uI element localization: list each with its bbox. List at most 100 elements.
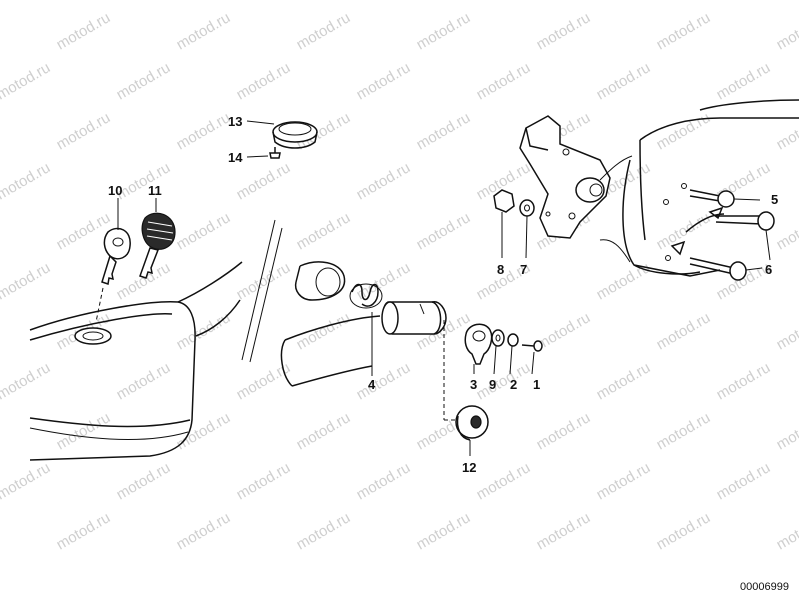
watermark-text: motod.ru [54,409,114,453]
bolt-5-part [689,189,761,208]
watermark-text: motod.ru [234,359,294,403]
watermark-text: motod.ru [714,459,774,503]
watermark-text: motod.ru [294,309,354,353]
watermark-text: motod.ru [654,9,714,53]
callout-2: 2 [510,377,517,392]
frame-housing [599,99,799,277]
watermark-text: motod.ru [594,359,654,403]
watermark-text: motod.ru [774,209,799,253]
watermark-text: motod.ru [114,359,174,403]
watermark-text: motod.ru [294,509,354,553]
watermark-text: motod.ru [654,209,714,253]
small-screw-part [246,147,281,159]
cover-cap-part [455,405,489,456]
watermark-text: motod.ru [414,9,474,53]
watermark-text: motod.ru [0,159,53,203]
watermark-text: motod.ru [474,459,534,503]
callout-13: 13 [228,114,242,129]
watermark-text: motod.ru [774,309,799,353]
watermark-text: motod.ru [774,409,799,453]
watermark-text: motod.ru [714,0,774,3]
watermark-text: motod.ru [294,209,354,253]
watermark-text: motod.ru [174,9,234,53]
watermark-text: motod.ru [534,509,594,553]
nut-8-part [493,189,515,258]
watermark-text: motod.ru [714,359,774,403]
callout-8: 8 [497,262,504,277]
watermark-text: motod.ru [474,0,534,3]
watermark-text: motod.ru [354,0,414,3]
watermark-text: motod.ru [234,59,294,103]
callout-3: 3 [470,377,477,392]
callout-5: 5 [771,192,778,207]
washer-9-part [491,329,505,375]
watermark-text: motod.ru [654,109,714,153]
watermark-text: motod.ru [0,59,53,103]
key-with-grip [139,198,176,279]
watermark-text: motod.ru [414,109,474,153]
trim-ring-part [246,120,318,149]
watermark-text: motod.ru [0,459,53,503]
watermark-text: motod.ru [114,59,174,103]
washer-2-part [507,333,519,375]
watermark-text: motod.ru [234,459,294,503]
watermark-text: motod.ru [474,359,534,403]
watermark-text: motod.ru [594,0,654,3]
watermark-text: motod.ru [54,509,114,553]
watermark-text: motod.ru [234,0,294,3]
key-plain [95,198,131,323]
watermark-text: motod.ru [294,9,354,53]
watermark-text: motod.ru [654,309,714,353]
watermark-text: motod.ru [654,409,714,453]
watermark-text: motod.ru [174,409,234,453]
watermark-text: motod.ru [354,459,414,503]
watermark-text: motod.ru [414,209,474,253]
callout-9: 9 [489,377,496,392]
watermark-text: motod.ru [0,359,53,403]
watermark-text: motod.ru [594,459,654,503]
lock-housing-tube [280,261,381,387]
watermark-text: motod.ru [174,509,234,553]
watermark-text: motod.ru [174,209,234,253]
spring-part [349,283,383,376]
watermark-text: motod.ru [354,359,414,403]
watermark-text: motod.ru [654,509,714,553]
screw-1-part [521,340,543,375]
watermark-text: motod.ru [54,109,114,153]
seat-body-drawing [29,219,283,461]
washer-7-part [519,199,535,259]
watermark-text: motod.ru [114,459,174,503]
watermark-text: motod.ru [594,59,654,103]
watermark-text: motod.ru [294,409,354,453]
callout-12: 12 [462,460,476,475]
watermark-text: motod.ru [234,259,294,303]
watermark-text: motod.ru [774,9,799,53]
watermark-text: motod.ru [0,259,53,303]
lock-keyhole-plate [74,327,112,345]
lock-plate-part [464,323,493,374]
watermark-text: motod.ru [354,59,414,103]
watermark-text: motod.ru [54,9,114,53]
watermark-text: motod.ru [594,259,654,303]
document-number: 00006999 [740,581,789,593]
mounting-bracket [519,115,611,239]
watermark-text: motod.ru [354,159,414,203]
watermark-text: motod.ru [474,59,534,103]
watermark-text: motod.ru [174,109,234,153]
callout-10: 10 [108,183,122,198]
watermark-text: motod.ru [714,59,774,103]
bolt-6-upper-part [715,211,775,261]
watermark-text: motod.ru [174,309,234,353]
callout-7: 7 [520,262,527,277]
bolt-6-lower-part [689,257,763,281]
watermark-text: motod.ru [414,509,474,553]
callout-1: 1 [533,377,540,392]
watermark-text: motod.ru [234,159,294,203]
watermark-text: motod.ru [534,409,594,453]
watermark-text: motod.ru [774,509,799,553]
watermark-text: motod.ru [114,0,174,3]
watermark-text: motod.ru [0,0,53,3]
watermark-text: motod.ru [774,109,799,153]
callout-14: 14 [228,150,243,165]
